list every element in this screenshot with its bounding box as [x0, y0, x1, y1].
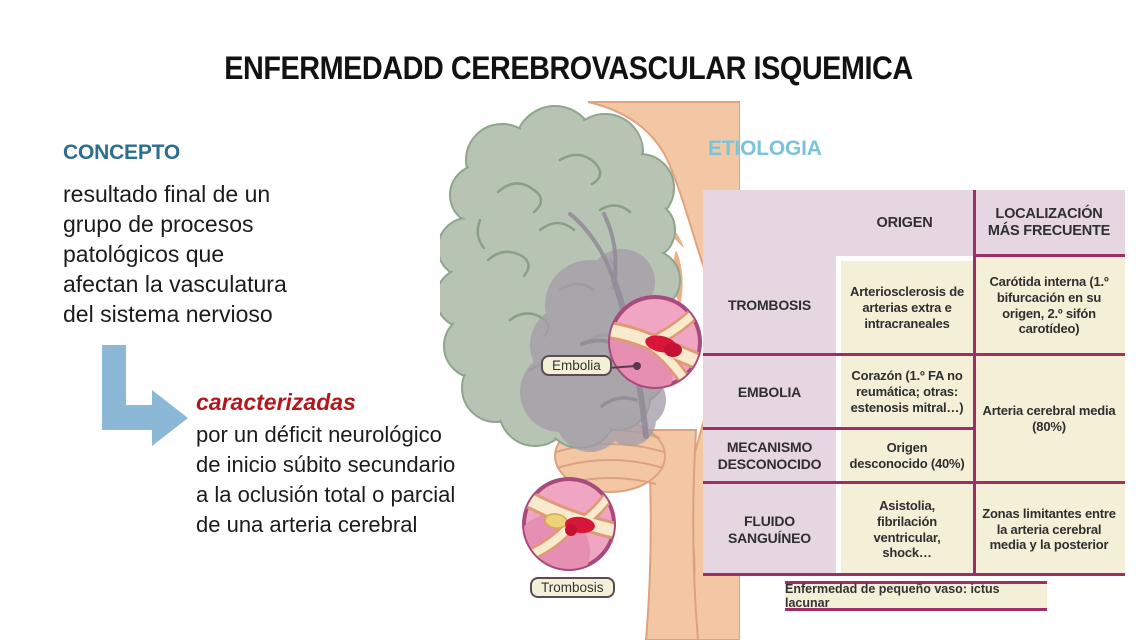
caracterizadas-description: por un déficit neurológico de inicio súb…: [196, 422, 456, 537]
table-divider-header: [973, 254, 1125, 257]
cell-embolia-origen: Corazón (1.º FA no reumática; otras: est…: [841, 355, 973, 429]
trombosis-label: Trombosis: [530, 577, 615, 598]
cell-fluido-localizacion: Zonas limitantes entre la arteria cerebr…: [973, 483, 1125, 576]
row-header-embolia: EMBOLIA: [703, 355, 836, 429]
cell-embolia-mecanismo-localizacion: Arteria cerebral media (80%): [973, 355, 1125, 483]
cell-mecanismo-origen: Origen desconocido (40%): [841, 429, 973, 483]
concepto-heading: CONCEPTO: [63, 141, 181, 164]
embolia-label: Embolia: [541, 355, 612, 376]
table-divider-bottom: [703, 573, 1125, 576]
caracterizadas-highlight: caracterizadas: [196, 389, 356, 415]
table-divider-row2: [703, 427, 973, 430]
row-header-trombosis: TROMBOSIS: [703, 256, 836, 355]
cell-trombosis-origen: Arteriosclerosis de arterias extra e int…: [841, 261, 973, 355]
neck: [644, 429, 700, 640]
cell-fluido-origen: Asistolia, fibrilación ventricular, shoc…: [841, 483, 973, 576]
arrow-down-right-icon: [102, 345, 188, 446]
table-note: Enfermedad de pequeño vaso: ictus lacuna…: [785, 581, 1047, 611]
cell-trombosis-localizacion: Carótida interna (1.º bifurcación en su …: [973, 256, 1125, 355]
table-divider-row3: [703, 481, 1125, 484]
trombosis-circle: [522, 477, 616, 571]
page-title: ENFERMEDADD CEREBROVASCULAR ISQUEMICA: [224, 50, 913, 86]
table-header-origen: ORIGEN: [836, 190, 973, 256]
row-header-fluido-sanguineo: FLUIDO SANGUÍNEO: [703, 483, 836, 576]
brain-illustration: [440, 101, 740, 640]
concepto-definition: resultado final de un grupo de procesos …: [63, 181, 287, 327]
table-divider-vertical: [973, 190, 976, 576]
etiologia-table: ORIGEN LOCALIZACIÓN MÁS FRECUENTE TROMBO…: [703, 190, 1125, 576]
etiologia-heading: ETIOLOGIA: [708, 137, 822, 160]
table-header-localizacion: LOCALIZACIÓN MÁS FRECUENTE: [973, 190, 1125, 256]
row-header-mecanismo-desconocido: MECANISMO DESCONOCIDO: [703, 429, 836, 483]
table-header-empty: [703, 190, 836, 256]
table-divider-row1: [703, 353, 1125, 356]
